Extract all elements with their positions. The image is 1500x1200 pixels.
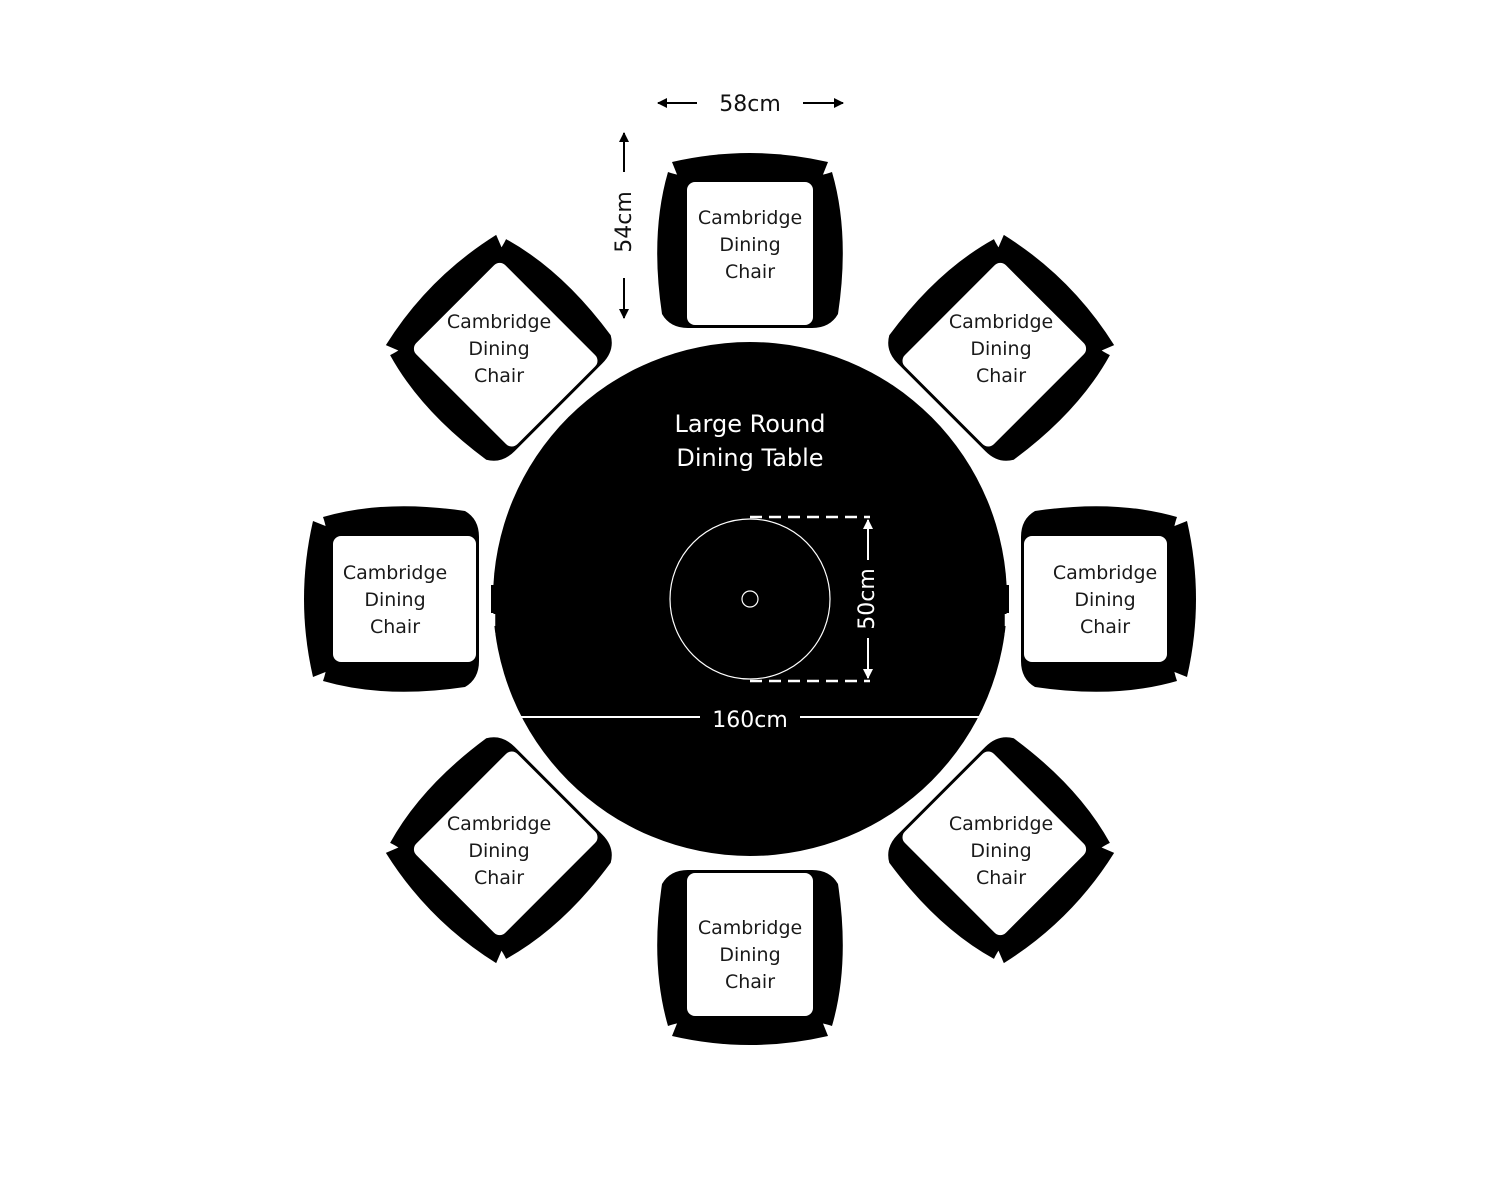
chair-bottom-label-line-2: Dining [719,944,780,966]
chair-width-dimension: 58cm [657,92,844,117]
chair-bottom-left-label-line-3: Chair [474,867,524,889]
chair-bottom-right-label-line-3: Chair [976,867,1026,889]
chair-top-right-label-line-2: Dining [970,338,1031,360]
chair-bottom-right-label-line-1: Cambridge [949,813,1053,835]
lazy-susan [669,518,831,680]
chair-top-right-label-line-1: Cambridge [949,311,1053,333]
chair-depth-label: 54cm [612,191,637,253]
chair-bottom-label-line-1: Cambridge [698,917,802,939]
chair-bottom-left-label-line-2: Dining [468,840,529,862]
round-dining-table: Large Round Dining Table 50cm 160cm [491,342,1009,856]
chair-backrest [995,234,1115,354]
chair-right-rotation [1021,506,1196,692]
chair-top-rotation [657,153,843,328]
chair-top-left-rotation [385,234,612,461]
chair-bottom-left-shape [385,737,612,964]
chair-seat [902,751,1087,936]
chair-top-left-label-line-3: Chair [474,365,524,387]
chair-bottom-right-label-line-2: Dining [970,840,1031,862]
chair-backrest [672,1016,828,1045]
lazy-susan-dim-label: 50cm [855,568,880,630]
chair-bottom-right-shape [888,737,1115,964]
chair-top-right-shape [888,234,1115,461]
chair-seat [902,262,1087,447]
chair-top-left-shape [385,234,612,461]
chair-backrest [995,844,1115,964]
chair-backrest [385,844,505,964]
chair-top-left-label-line-1: Cambridge [447,311,551,333]
chair-seat [333,536,476,662]
chair-seat [1024,536,1167,662]
chair-right-label-line-1: Cambridge [1053,562,1157,584]
chair-bottom-rotation [657,870,843,1045]
table-edge-left [491,585,497,613]
chair-backrest [385,234,505,354]
chair-seat [413,262,598,447]
chair-bottom-right-rotation [888,737,1115,964]
chair-bottom-left-rotation [385,737,612,964]
chair-right-label-line-2: Dining [1074,589,1135,611]
table-title-line-2: Dining Table [676,444,823,472]
diameter-label: 160cm [712,708,788,733]
chair-backrest [304,521,333,677]
table-top [493,342,1007,856]
chair-seat [687,182,813,325]
chair-top-right-label-line-3: Chair [976,365,1026,387]
chair-depth-dimension: 54cm [612,132,637,319]
chair-bottom-left-label-line-1: Cambridge [447,813,551,835]
chair-bottom-label-line-3: Chair [725,971,775,993]
chair-top-label-line-2: Dining [719,234,780,256]
chair-right-label-line-3: Chair [1080,616,1130,638]
chair-backrest [1167,521,1196,677]
chair-top-right-rotation [888,234,1115,461]
chair-top-label-line-1: Cambridge [698,207,802,229]
chair-left-label-line-2: Dining [364,589,425,611]
chairs-group: CambridgeDiningChairCambridgeDiningChair… [304,153,1196,1045]
chair-backrest [672,153,828,182]
chair-left-rotation [304,506,479,692]
table-edge-right [1003,585,1009,613]
chair-left-label-line-3: Chair [370,616,420,638]
chair-seat [413,751,598,936]
chair-seat [687,873,813,1016]
chair-right-shape [1021,506,1196,692]
chair-top-left-label-line-2: Dining [468,338,529,360]
chair-top-label-line-3: Chair [725,261,775,283]
chair-left-shape [304,506,479,692]
chair-bottom-shape [657,870,843,1045]
chair-left-label-line-1: Cambridge [343,562,447,584]
chair-top-shape [657,153,843,328]
table-title-line-1: Large Round [674,410,825,438]
lazy-susan-center [741,590,759,608]
chair-width-label: 58cm [719,92,781,117]
